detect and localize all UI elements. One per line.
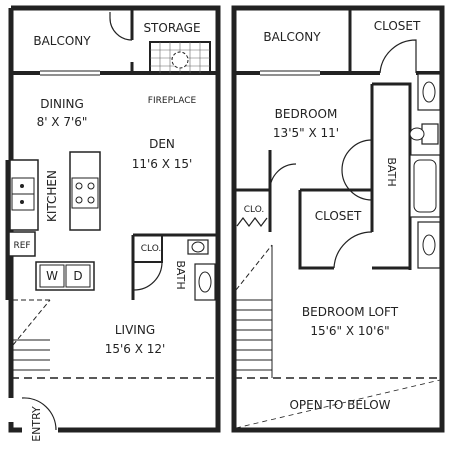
bedroom-label: BEDROOM [275,107,338,121]
top-closet-door-arc [379,39,417,74]
bathtub-icon [409,154,441,218]
balcony-sliding-door [40,70,100,76]
second-floor-sink-icon [417,73,441,111]
living-label: LIVING [115,323,155,337]
den-size: 11'6 X 15' [132,157,193,171]
first-floor: BALCONY STORAGE FIREPLACE DINING 8' X 7'… [5,5,221,442]
dryer-label: D [73,269,82,283]
second-floor-stair-lines [235,244,441,429]
entry-label: ENTRY [30,406,43,442]
dining-label: DINING [40,97,84,111]
entry-door-arc [21,397,57,431]
bedroom-door-arc [269,163,297,191]
stove-icon [69,151,101,231]
first-floor-closet-label: CLO. [141,244,162,254]
clo-bifold-icon [236,217,268,227]
toilet-icon [187,239,209,255]
first-floor-bath-label: BATH [174,260,187,289]
bedroom-loft-label: BEDROOM LOFT [302,305,399,319]
bedroom-size: 13'5" X 11' [273,126,339,140]
closet-door-arc [333,231,373,269]
bath-door-arc-2 [341,139,373,201]
second-floor-bath-label: BATH [385,157,398,186]
second-floor-balcony-label: BALCONY [263,30,321,44]
stair-lines [12,299,51,371]
second-balcony-sliding-door [260,70,320,76]
first-floor-balcony-label: BALCONY [33,34,91,48]
washer-label: W [46,269,58,283]
bath-door-arc [133,261,163,291]
bedroom-loft-size: 15'6" X 10'6" [310,324,389,338]
kitchen-label: KITCHEN [45,170,59,222]
storage-label: STORAGE [143,21,200,35]
second-floor-clo-label: CLO. [244,205,265,215]
dining-size: 8' X 7'6" [37,115,88,129]
ref-label: REF [13,241,30,251]
fireplace-hearth-icon [171,51,189,69]
open-to-below-label: OPEN TO BELOW [289,398,390,412]
fireplace-label: FIREPLACE [148,96,197,106]
washer-dryer-icon [35,261,95,291]
top-closet-label: CLOSET [374,19,421,33]
den-label: DEN [149,137,175,151]
sink-icon [194,263,216,301]
mid-closet-label: CLOSET [315,209,362,223]
first-floor-walls [5,5,221,433]
kitchen-counter [9,159,39,231]
second-floor: BALCONY CLOSET BEDROOM 13'5" X 11' BATH … [231,5,445,433]
second-floor-sink2-icon [417,221,441,269]
second-floor-toilet-icon [409,123,439,145]
living-size: 15'6 X 12' [105,342,166,356]
refrigerator-icon [8,231,36,257]
